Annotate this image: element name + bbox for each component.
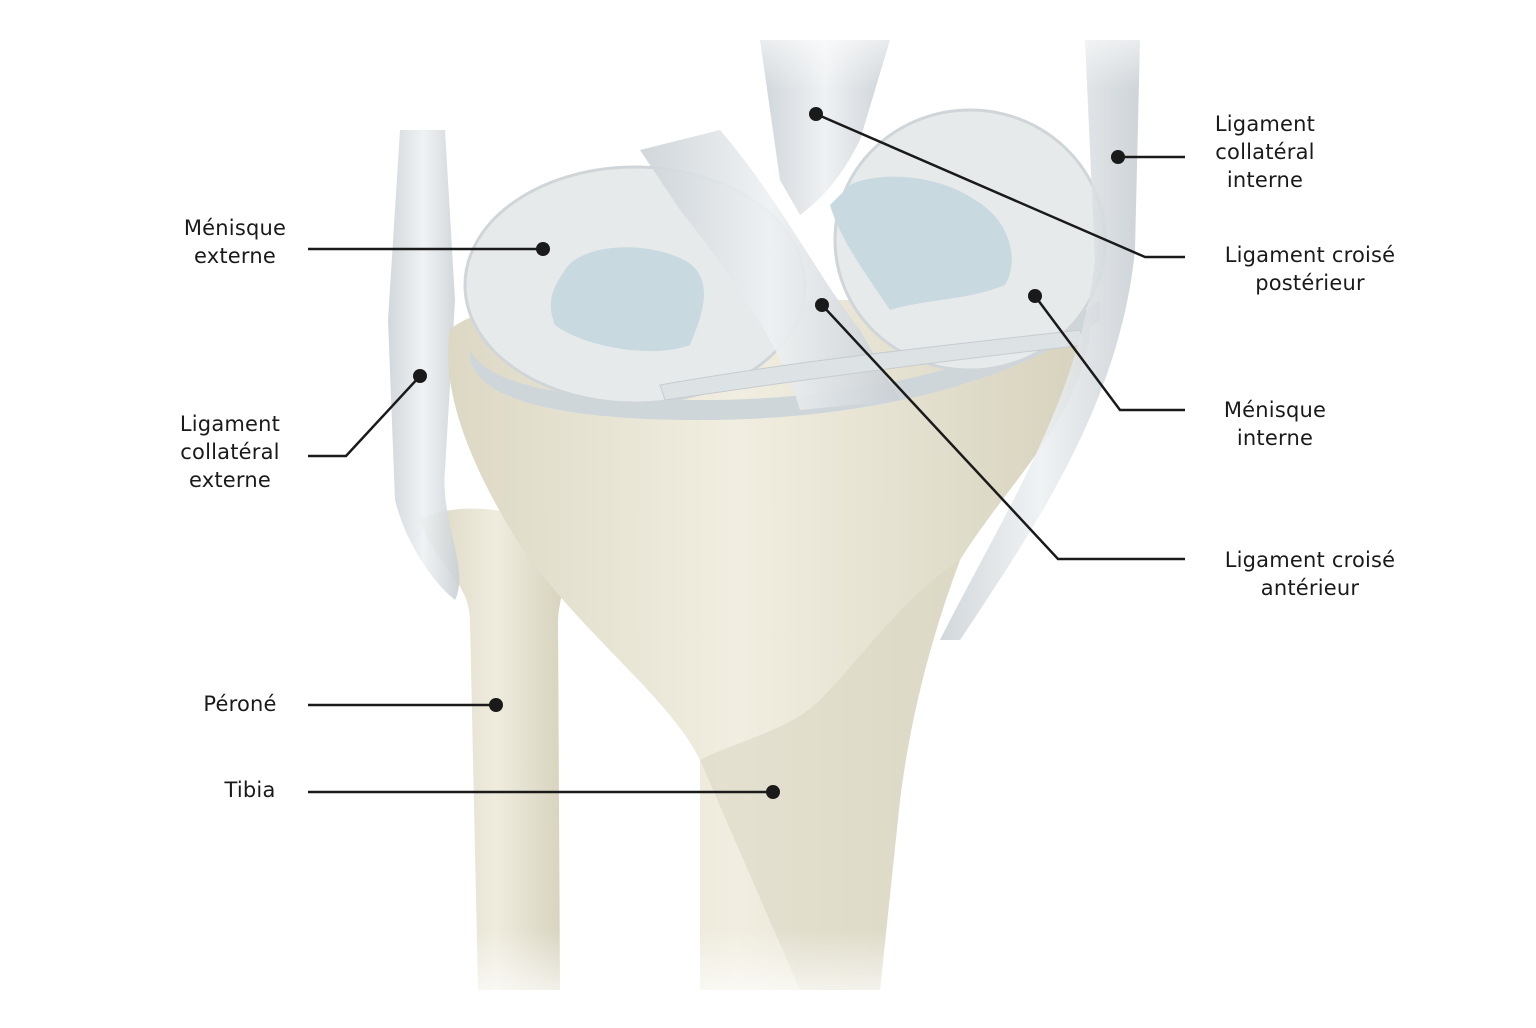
leader-dot-menisque-interne bbox=[1028, 289, 1042, 303]
leader-line-menisque-interne bbox=[1033, 295, 1185, 412]
lateral-collateral-ligament bbox=[388, 130, 460, 600]
leader-dot-menisque-externe bbox=[536, 242, 550, 256]
tibia-bone bbox=[448, 296, 1091, 990]
medial-collateral-ligament bbox=[940, 40, 1140, 640]
leader-dot-ligament-croise-posterieur bbox=[809, 107, 823, 121]
leader-line-ligament-collateral-externe bbox=[308, 375, 421, 458]
leader-dot-ligament-collateral-externe bbox=[413, 369, 427, 383]
leader-lines bbox=[308, 107, 1185, 799]
label-perone: Péroné bbox=[203, 692, 277, 716]
tibial-plateau-rim bbox=[470, 300, 1100, 420]
label-tibia: Tibia bbox=[224, 778, 276, 802]
medial-cartilage bbox=[830, 176, 1012, 310]
lateral-cartilage bbox=[550, 247, 704, 352]
leader-dot-ligament-collateral-interne bbox=[1111, 150, 1125, 164]
leader-dot-tibia bbox=[766, 785, 780, 799]
leader-dot-ligament-croise-anterieur bbox=[815, 298, 829, 312]
leader-line-ligament-croise-anterieur bbox=[821, 304, 1185, 561]
fibula-bone bbox=[420, 508, 572, 990]
anterior-cruciate-ligament bbox=[640, 130, 900, 410]
leader-dot-perone bbox=[489, 698, 503, 712]
leader-line-ligament-croise-posterieur bbox=[815, 112, 1185, 259]
tibia-shadow bbox=[700, 560, 960, 990]
